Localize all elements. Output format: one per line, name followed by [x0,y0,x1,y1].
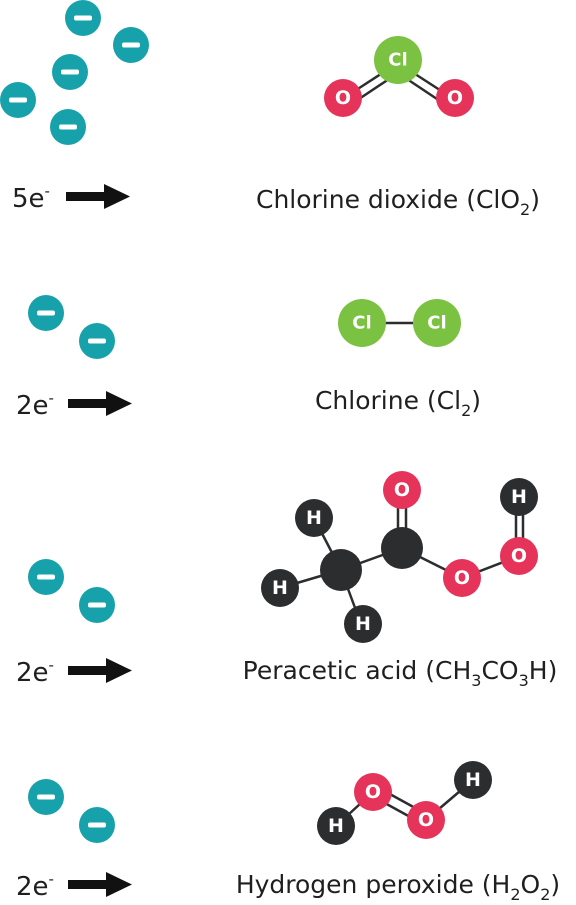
name-text: ) [550,870,560,899]
name-text: H) [529,656,558,685]
subscript: 2 [540,885,550,904]
oxygen-atom: O [436,79,474,117]
chlorine-atom: Cl [338,299,386,347]
electron-count-label: 2e- [16,389,54,421]
electron-icon [79,807,115,843]
electron-count-label: 5e- [12,182,50,214]
subscript: 3 [471,671,481,690]
compound-name: Chlorine dioxide (ClO2) [256,185,540,219]
svg-text:O: O [394,479,410,501]
arrow-icon [68,658,132,683]
subscript: 2 [520,200,530,219]
electron-icon [28,559,64,595]
electron-icon [79,323,115,359]
name-text: Peracetic acid (CH [243,656,472,685]
arrow-icon [68,391,132,416]
hydrogen-peroxide-molecule: H O O H [317,761,492,845]
chlorine-atom: Cl [374,36,422,84]
hydrogen-atom: H [317,807,355,845]
electron-icon [79,587,115,623]
electron-icon [113,27,149,63]
name-text: ) [530,185,540,214]
peracetic-acid-molecule: H H H O O O H [261,471,538,643]
row-chlorine-dioxide: Cl O O 5e- Chlorine dioxide (ClO2) [0,0,540,219]
compound-name: Chlorine (Cl2) [315,386,481,420]
electron-icon [65,0,101,36]
compound-name: Hydrogen peroxide (H2O2) [236,870,560,904]
svg-text:Cl: Cl [388,50,407,71]
svg-text:H: H [306,507,322,529]
subscript: 3 [519,671,529,690]
svg-text:O: O [335,87,351,109]
arrow-icon [68,872,132,897]
hydrogen-atom: H [344,605,382,643]
svg-text:O: O [511,545,527,567]
svg-text:H: H [272,577,288,599]
subscript: 2 [510,885,520,904]
hydrogen-atom: H [454,761,492,799]
name-text: Chlorine dioxide (ClO [256,185,520,214]
svg-text:H: H [511,486,527,508]
svg-text:H: H [328,815,344,837]
electron-icon [0,82,36,118]
oxygen-atom: O [407,801,445,839]
name-text: O [521,870,541,899]
electron-icon [28,295,64,331]
hydrogen-atom: H [295,499,333,537]
electron-icon [50,109,86,145]
oxygen-atom: O [324,79,362,117]
svg-text:O: O [447,87,463,109]
electron-group-2 [28,559,115,623]
name-text: CO [481,656,518,685]
electron-count-label: 2e- [16,870,54,902]
oxygen-atom: O [500,537,538,575]
hydrogen-atom: H [500,478,538,516]
chlorine-molecule: Cl Cl [338,299,461,347]
svg-text:Cl: Cl [427,313,446,334]
oxygen-atom: O [383,471,421,509]
name-text: ) [471,386,481,415]
electron-group-2 [28,295,115,359]
svg-text:O: O [365,781,381,803]
svg-text:O: O [454,567,470,589]
electron-group-5 [0,0,149,145]
carbon-atom [381,527,423,569]
electron-count-label: 2e- [16,656,54,688]
svg-text:H: H [355,613,371,635]
row-hydrogen-peroxide: H O O H 2e- Hydrogen peroxide (H2O2) [16,761,560,904]
arrow-icon [66,184,130,209]
row-chlorine: Cl Cl 2e- Chlorine (Cl2) [16,295,481,421]
svg-text:Cl: Cl [352,313,371,334]
name-text: Chlorine (Cl [315,386,461,415]
electron-icon [28,779,64,815]
chlorine-atom: Cl [413,299,461,347]
subscript: 2 [461,401,471,420]
name-text: Hydrogen peroxide (H [236,870,511,899]
compound-name: Peracetic acid (CH3CO3H) [243,656,558,690]
oxygen-atom: O [443,559,481,597]
chlorine-dioxide-molecule: Cl O O [324,36,474,117]
electron-group-2 [28,779,115,843]
carbon-atom [320,549,362,591]
svg-text:H: H [465,769,481,791]
row-peracetic-acid: H H H O O O H [16,471,557,690]
hydrogen-atom: H [261,569,299,607]
oxygen-atom: O [354,773,392,811]
electron-icon [52,54,88,90]
svg-text:O: O [418,809,434,831]
